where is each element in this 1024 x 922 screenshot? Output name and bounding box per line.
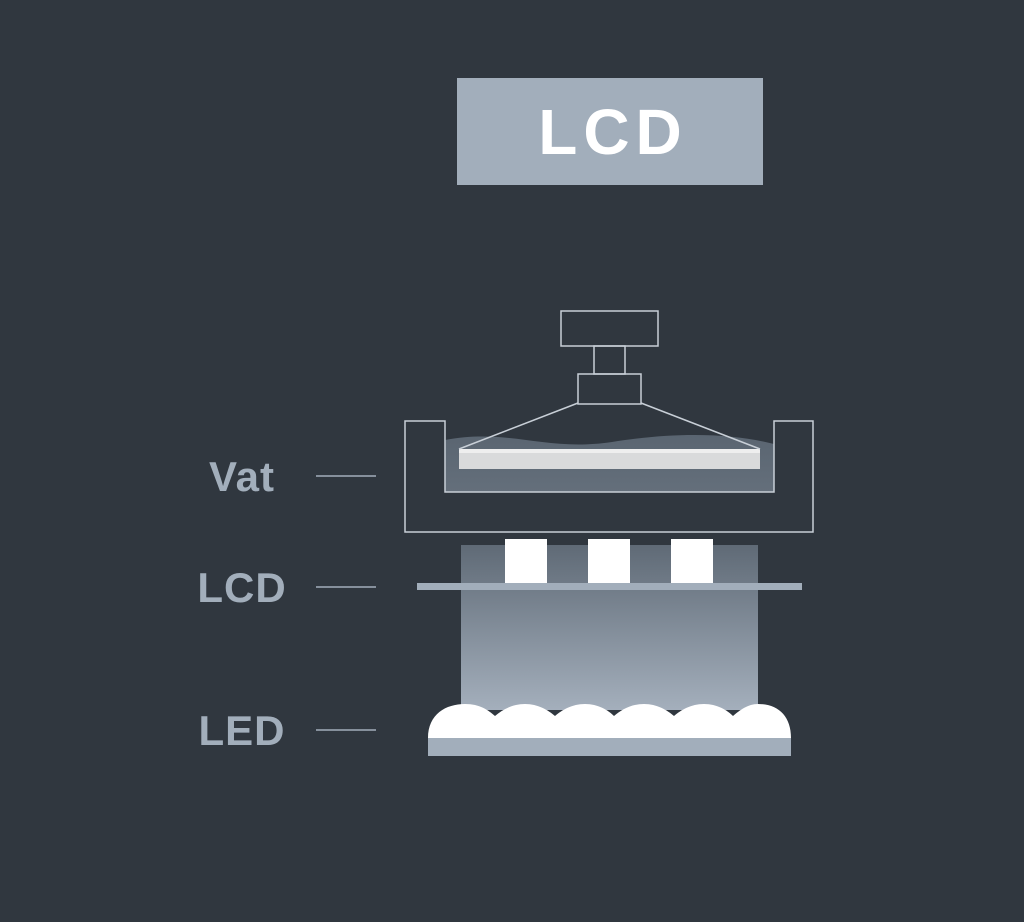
led-base [428, 738, 791, 756]
platform-hub [577, 373, 642, 405]
lcd-pixel [671, 539, 713, 583]
lcd-screen [417, 583, 802, 590]
build-plate [459, 449, 760, 469]
lcd-pixel [505, 539, 547, 583]
platform-stem [593, 345, 626, 375]
led-label: LED [198, 707, 286, 754]
lcd-label: LCD [197, 564, 287, 611]
build-plate-edge [459, 449, 760, 453]
vat-outline [404, 420, 814, 533]
platform-arm-right [640, 402, 761, 450]
title-text: LCD [538, 95, 688, 168]
led-array [428, 704, 791, 738]
platform-cap [560, 310, 659, 347]
lcd-pixel [588, 539, 630, 583]
platform-arm-left [458, 402, 579, 450]
vat-label: Vat [208, 453, 276, 500]
title-banner: LCD [457, 78, 763, 185]
